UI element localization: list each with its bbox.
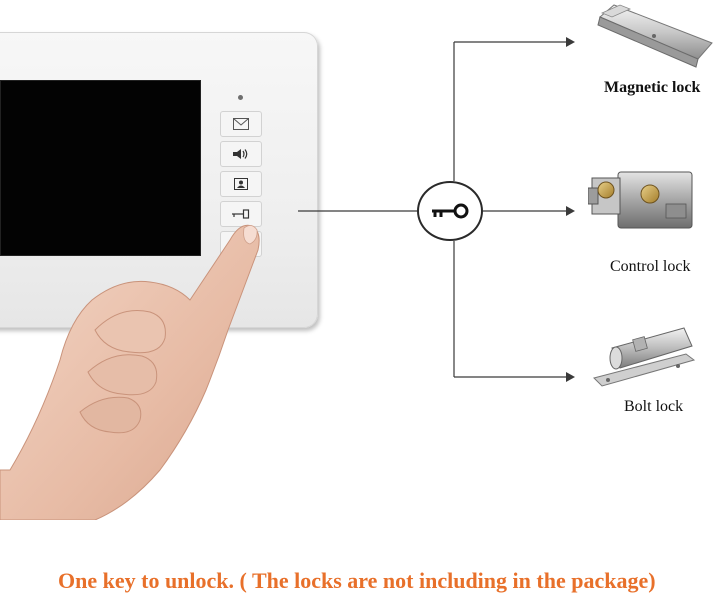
bolt-lock-label: Bolt lock <box>624 398 684 415</box>
unlock-hub <box>417 181 483 241</box>
control-lock-image <box>588 171 693 229</box>
key-icon <box>432 203 469 219</box>
contact-icon <box>234 178 248 190</box>
magnetic-lock-label: Magnetic lock <box>604 79 701 96</box>
caption: One key to unlock. ( The locks are not i… <box>58 568 656 593</box>
bolt-lock-image <box>593 327 696 387</box>
mail-icon <box>233 118 249 130</box>
message-button[interactable] <box>220 111 262 137</box>
control-lock-label: Control lock <box>610 258 691 275</box>
speaker-icon <box>233 149 248 159</box>
unlock-key-icon <box>232 209 250 219</box>
unlock-button[interactable] <box>220 201 262 227</box>
indicator-led <box>238 95 243 100</box>
monitor-button[interactable] <box>220 171 262 197</box>
magnetic-lock-image <box>597 4 713 68</box>
volume-button[interactable] <box>220 141 262 167</box>
